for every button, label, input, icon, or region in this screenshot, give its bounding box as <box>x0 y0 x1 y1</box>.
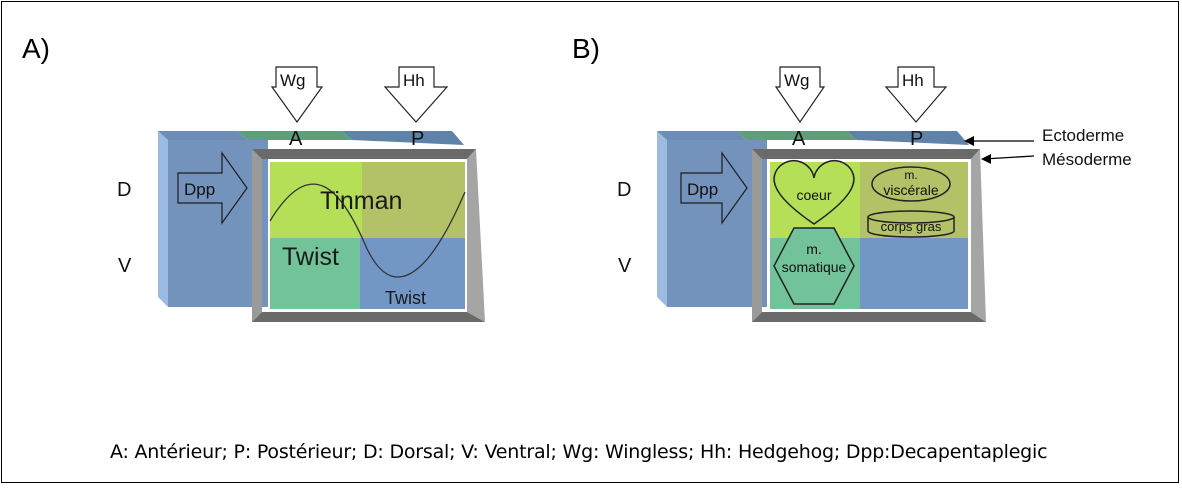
ectoderm-front-face <box>168 140 268 307</box>
panel-b: B) coeur m. viscérale <box>572 33 1132 322</box>
visceral-label-line2: viscérale <box>883 182 938 198</box>
dorsal-label: D <box>617 179 631 201</box>
panel-a-dpp-arrow: Dpp <box>177 151 248 225</box>
panel-a-mesoderm: Tinman Twist Twist <box>252 149 485 322</box>
ventral-posterior-region <box>860 238 968 309</box>
ventral-label: V <box>618 255 632 277</box>
wg-label: Wg <box>280 71 306 90</box>
ectoderm-top-anterior <box>737 131 857 140</box>
twist-posterior-region <box>360 238 465 309</box>
ectoderm-side-face <box>657 131 667 307</box>
mesoderm-right-rim <box>971 149 986 322</box>
tinman-posterior-region <box>362 162 465 238</box>
fat-body-cylinder: corps gras <box>867 210 955 238</box>
mesoderm-left-rim <box>752 149 762 322</box>
panel-b-dpp-arrow: Dpp <box>680 151 748 225</box>
panel-b-hh-arrow: Hh <box>884 66 948 123</box>
ectoderm-front-face <box>667 140 767 307</box>
panel-a: A) Tinman Twist Twist Dpp <box>22 33 485 322</box>
panel-a-ectoderm <box>158 131 464 307</box>
twist-posterior-label: Twist <box>385 288 426 308</box>
panel-b-label: B) <box>572 33 600 64</box>
mesoderm-left-rim <box>252 149 262 322</box>
wg-arrow-icon <box>774 66 826 124</box>
anterior-label: A <box>792 128 806 150</box>
fat-body-cylinder-top <box>867 210 955 224</box>
visceral-label-line1: m. <box>904 168 917 182</box>
heart-label: coeur <box>796 187 831 203</box>
fat-body-label: corps gras <box>881 219 942 234</box>
ectoderm-arrowhead-icon <box>964 136 974 146</box>
wg-arrow-icon <box>270 66 324 124</box>
mesoderm-right-rim <box>467 149 485 322</box>
mesoderm-arrowhead-icon <box>981 154 991 164</box>
dpp-label: Dpp <box>184 180 215 199</box>
ectoderm-top-anterior <box>238 131 352 140</box>
ectoderm-top-left <box>657 131 747 140</box>
ectoderm-label: Ectoderme <box>1042 126 1124 145</box>
tinman-label: Tinman <box>320 187 402 215</box>
hh-arrow-icon <box>884 66 948 123</box>
dpp-label: Dpp <box>687 180 718 199</box>
ectoderm-top-posterior <box>342 131 464 145</box>
dorsal-label: D <box>117 179 131 201</box>
mesoderm-top-rim <box>252 149 476 159</box>
legend-text: A: Antérieur; P: Postérieur; D: Dorsal; … <box>110 441 1048 463</box>
dpp-arrow-icon <box>680 151 748 225</box>
twist-anterior-label: Twist <box>282 243 339 271</box>
anterior-label: A <box>289 128 303 150</box>
mesoderm-bottom-rim <box>252 312 485 322</box>
posterior-label: P <box>411 128 424 150</box>
mesoderm-pointer-line <box>983 155 1035 160</box>
mesoderm-label: Mésoderme <box>1042 150 1132 169</box>
dpp-arrow-icon <box>177 151 248 225</box>
wg-label: Wg <box>784 71 810 90</box>
panel-b-wg-arrow: Wg <box>774 66 826 124</box>
visceral-mesoderm-ellipse <box>871 166 951 202</box>
mesoderm-top-rim <box>752 149 980 159</box>
mesoderm-pointer: Mésoderme <box>981 150 1132 169</box>
somatic-label-line1: m. <box>806 241 822 257</box>
panel-b-ectoderm <box>657 131 969 307</box>
mesoderm-bottom-rim <box>752 312 986 322</box>
ectoderm-top-posterior <box>847 131 969 145</box>
panel-b-mesoderm: coeur m. viscérale corps gras m. somatiq… <box>752 149 986 322</box>
sine-boundary-curve <box>269 183 466 278</box>
ectoderm-top-left <box>158 131 248 140</box>
ectoderm-side-face <box>158 131 168 307</box>
hh-arrow-icon <box>383 66 449 123</box>
panel-a-hh-arrow: Hh <box>383 66 449 123</box>
panel-a-wg-arrow: Wg <box>270 66 324 124</box>
heart-icon <box>773 160 855 225</box>
twist-anterior-region <box>270 238 360 309</box>
posterior-label: P <box>910 128 923 150</box>
somatic-label-line2: somatique <box>782 259 847 275</box>
ventral-label: V <box>118 255 132 277</box>
panel-a-label: A) <box>22 33 50 64</box>
ectoderm-pointer: Ectoderme <box>964 126 1124 146</box>
hh-label: Hh <box>403 71 425 90</box>
somatic-mesoderm-hexagon <box>773 227 855 305</box>
hh-label: Hh <box>902 71 924 90</box>
